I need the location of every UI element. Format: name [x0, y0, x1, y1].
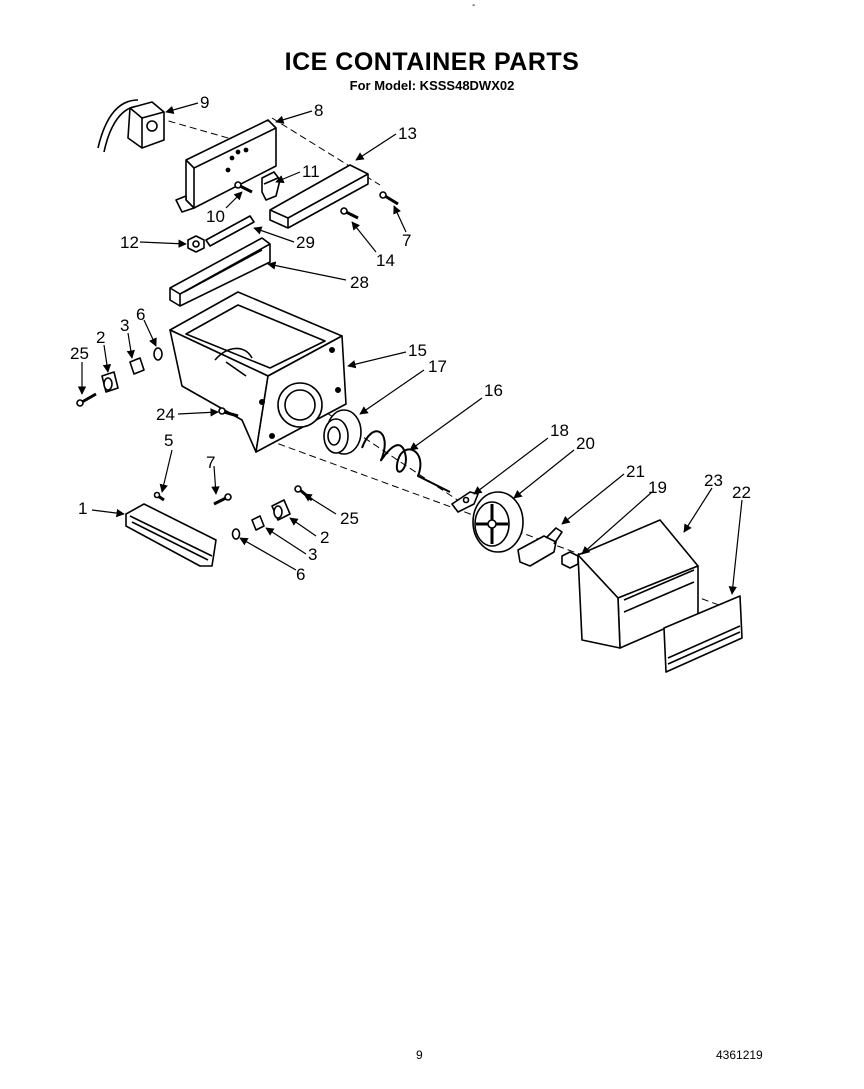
- callout-5: 5: [164, 431, 173, 450]
- callout-7-lower: 7: [206, 453, 215, 472]
- motor-clip: [261, 171, 281, 201]
- callout-18: 18: [550, 421, 569, 440]
- callout-6-left: 6: [136, 305, 145, 324]
- callout-6-lower: 6: [296, 565, 305, 584]
- callout-19: 19: [648, 478, 667, 497]
- callout-22: 22: [732, 483, 751, 502]
- ice-dispenser-motor: [97, 99, 165, 153]
- page-title: ICE CONTAINER PARTS: [284, 48, 580, 76]
- callout-28: 28: [350, 273, 369, 292]
- callout-10: 10: [206, 207, 225, 226]
- bin-front-cover: [663, 595, 743, 673]
- callout-14: 14: [376, 251, 395, 270]
- auger-spring: [361, 430, 451, 493]
- lower-screw: [213, 493, 232, 506]
- lower-washer: [231, 528, 241, 540]
- callout-24: 24: [156, 405, 175, 424]
- left-washer: [153, 347, 163, 361]
- callout-17: 17: [428, 357, 447, 376]
- page-number: 9: [416, 1048, 423, 1062]
- ice-crusher-drum: [472, 491, 524, 553]
- front-trim-rail: [125, 503, 217, 567]
- drive-nut: [187, 235, 205, 253]
- motor-mounting-plate: [175, 119, 277, 213]
- document-number: 4361219: [716, 1048, 763, 1062]
- callout-11: 11: [302, 162, 320, 181]
- lower-spacer: [271, 499, 291, 521]
- left-spacer: [101, 371, 119, 393]
- plate-screw: [234, 181, 253, 194]
- callout-2-left: 2: [96, 328, 105, 347]
- model-line: For Model: KSSS48DWX02: [349, 78, 515, 93]
- callout-8: 8: [314, 101, 323, 120]
- auger-shaft: [205, 215, 255, 247]
- upper-bracket: [269, 164, 369, 229]
- callout-15: 15: [408, 341, 427, 360]
- left-screw: [76, 392, 97, 407]
- callout-13: 13: [398, 124, 417, 143]
- callout-25-left: 25: [70, 344, 89, 363]
- bracket-screw: [379, 191, 399, 206]
- callout-1: 1: [78, 499, 87, 518]
- callout-16: 16: [484, 381, 503, 400]
- auger-bearing: [323, 409, 362, 455]
- mounting-screw: [340, 207, 359, 220]
- callout-21: 21: [626, 462, 645, 481]
- scan-mark: -: [472, 0, 476, 11]
- housing-screw: [218, 407, 239, 418]
- callout-20: 20: [576, 434, 595, 453]
- callout-3-lower: 3: [308, 545, 317, 564]
- ice-bin-housing: [169, 291, 347, 453]
- callout-labels: 9 8 13 11 10 7 14 12 29 28 25 2 3 6 15 1…: [70, 93, 751, 584]
- rail-screw: [153, 491, 165, 502]
- callout-leaders: [77, 102, 743, 595]
- callout-7-upper: 7: [402, 231, 411, 250]
- callout-3-left: 3: [120, 316, 129, 335]
- crusher-bracket: [517, 527, 563, 567]
- callout-2-lower: 2: [320, 528, 329, 547]
- crusher-nut: [561, 551, 579, 569]
- lower-support-rail: [169, 237, 271, 307]
- callout-12: 12: [120, 233, 139, 252]
- callout-29: 29: [296, 233, 315, 252]
- callout-23: 23: [704, 471, 723, 490]
- callout-9: 9: [200, 93, 209, 112]
- callout-25-lower: 25: [340, 509, 359, 528]
- lower-bushing: [251, 515, 265, 531]
- ice-crusher-paddle: [451, 491, 479, 513]
- left-bushing: [129, 357, 145, 375]
